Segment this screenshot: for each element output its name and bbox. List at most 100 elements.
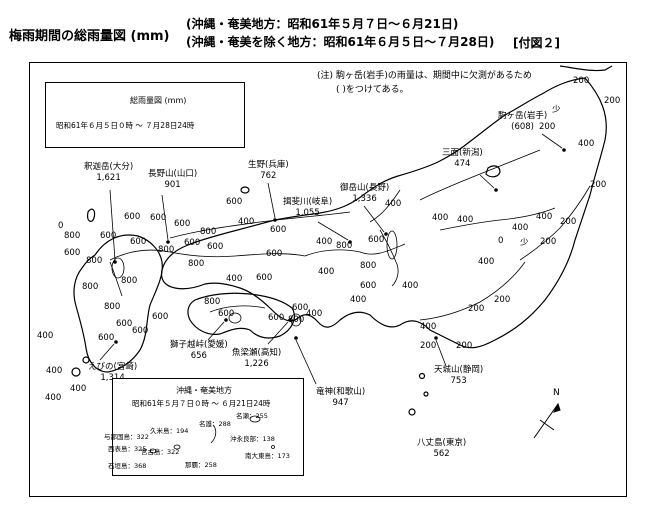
station-name: 竜神(和歌山) <box>316 387 366 397</box>
contour-closed-shikoku <box>228 312 242 324</box>
station-name: 天城山(静岡) <box>434 365 484 375</box>
contour-label-800: 800 <box>288 315 305 325</box>
contour-label-200: 200 <box>573 76 590 86</box>
amami-island <box>249 415 261 423</box>
station-label-komagatake: 駒ヶ岳(岩手) (608) <box>498 112 547 131</box>
contour-label-400: 400 <box>350 295 367 305</box>
station-dot-shishigoe <box>224 318 228 322</box>
inset-title: 沖縄・奄美地方 <box>176 386 232 395</box>
contour-label-200: 200 <box>539 122 556 132</box>
hokkaido-coastline <box>559 65 613 72</box>
station-label-nagano-yama: 長野山(山口) 901 <box>148 170 197 189</box>
contour-label-200: 200 <box>540 237 557 247</box>
contour-800-kyushu <box>109 261 123 297</box>
contour-label-200: 200 <box>420 341 437 351</box>
station-name: 八丈島(東京) <box>417 438 467 448</box>
leader-yanase <box>267 321 289 345</box>
station-name: 長野山(山口) <box>148 169 198 179</box>
station-value: 1,621 <box>96 172 121 183</box>
inset-station-yonaguni: 与那国島：322 <box>104 433 149 441</box>
contour-closed-kyushu <box>111 257 125 279</box>
station-name: 駒ヶ岳(岩手) <box>498 111 548 121</box>
contour-label-400: 400 <box>70 384 87 394</box>
leader-ryujin <box>295 339 317 385</box>
contour-200-south <box>419 261 526 321</box>
contour-label-600: 600 <box>268 313 285 323</box>
leader-ibigawa <box>317 221 349 241</box>
station-value: 947 <box>332 397 349 408</box>
inset-station-naha: 那覇：258 <box>185 461 217 469</box>
period-other-regions: (沖縄・奄美を除く地方：昭和61年６月５日～７月28日) <box>186 35 495 49</box>
contour-label-400: 400 <box>318 267 335 277</box>
contour-label-600: 600 <box>368 235 385 245</box>
station-name: 生野(兵庫) <box>248 160 289 170</box>
inset-station-okinoerabu: 沖永良部：138 <box>230 435 275 443</box>
station-value: 901 <box>164 179 181 190</box>
station-value: (608) <box>511 121 534 132</box>
contour-label-400: 400 <box>457 215 474 225</box>
inset-station-iriomote: 西表島：325 <box>108 445 147 453</box>
izu-island-1 <box>418 372 426 380</box>
contour-label-600: 600 <box>360 281 377 291</box>
station-label-ikuno: 生野(兵庫) 762 <box>248 161 289 180</box>
inset-station-ishigaki: 石垣島：368 <box>108 462 147 470</box>
contour-200-east <box>519 185 591 261</box>
contour-label-600: 600 <box>270 225 287 235</box>
leader-ikuno <box>267 182 276 219</box>
contour-label-600: 600 <box>130 237 147 247</box>
contour-label-600: 600 <box>98 333 115 343</box>
low-area-label: 少 <box>520 238 529 248</box>
oki-island <box>240 186 250 194</box>
station-value: 1,314 <box>88 373 137 383</box>
contour-label-600: 600 <box>150 213 167 223</box>
leader-nagano-yama <box>161 194 169 241</box>
contour-label-400: 400 <box>306 309 323 319</box>
station-name: 獅子越峠(愛媛) <box>170 340 228 350</box>
tsushima-island <box>87 208 96 222</box>
contour-label-400: 400 <box>512 223 529 233</box>
contour-label-800: 800 <box>336 241 353 251</box>
station-label-ryujin: 竜神(和歌山) 947 <box>316 388 365 407</box>
contour-label-200: 200 <box>560 217 577 227</box>
contour-label-600: 600 <box>226 197 243 207</box>
station-label-amagi: 天城山(静岡) 753 <box>434 366 483 385</box>
contour-label-600: 600 <box>132 326 149 336</box>
contour-label-200: 200 <box>494 295 511 305</box>
leader-ontake <box>363 205 385 233</box>
station-dot-yanase <box>288 318 292 322</box>
station-name: えびの(宮崎) <box>88 362 138 372</box>
contour-400-inland <box>439 207 556 231</box>
contour-label-800: 800 <box>121 276 138 286</box>
note-line-1: (注) 駒ヶ岳(岩手)の雨量は、期間中に欠測があるため <box>317 71 532 81</box>
station-value: 753 <box>450 375 467 386</box>
inset-period: 昭和61年５月７日０時 ～ ６月21日24時 <box>132 399 271 408</box>
okinawa-island <box>210 424 217 444</box>
leader-ebino <box>99 343 115 361</box>
legend-period: 昭和61年６月５日０時 ～ ７月28日24時 <box>56 121 195 130</box>
contour-label-400: 400 <box>46 366 63 376</box>
miyako-island <box>173 444 181 450</box>
figure-title: 梅雨期間の総雨量図 (mm) <box>9 29 170 44</box>
contour-label-600: 600 <box>152 312 169 322</box>
contour-label-600: 600 <box>292 303 309 313</box>
contour-label-400: 400 <box>316 237 333 247</box>
legend-title: 総雨量図 (mm) <box>130 96 187 105</box>
leader-shakagatake <box>109 189 116 261</box>
contour-600-west <box>109 249 306 261</box>
station-value: 1,226 <box>244 358 269 369</box>
station-value: 474 <box>454 158 471 169</box>
station-name: 揖斐川(岐阜) <box>283 197 333 207</box>
contour-label-600: 600 <box>116 319 133 329</box>
legend-box: 総雨量図 (mm) 昭和61年６月５日０時 ～ ７月28日24時 <box>45 82 245 148</box>
contour-label-800: 800 <box>82 282 99 292</box>
station-dot-ibigawa <box>348 240 352 244</box>
contour-label-400: 400 <box>37 331 54 341</box>
contour-label-800: 800 <box>64 231 81 241</box>
station-name: 魚梁瀬(高知) <box>232 348 282 358</box>
leader-shishigoe <box>207 321 225 341</box>
honshu-coastline <box>160 77 607 349</box>
contour-label-0: 0 <box>58 221 64 231</box>
contour-400-hokuriku <box>369 189 401 223</box>
contour-label-400: 400 <box>226 274 243 284</box>
